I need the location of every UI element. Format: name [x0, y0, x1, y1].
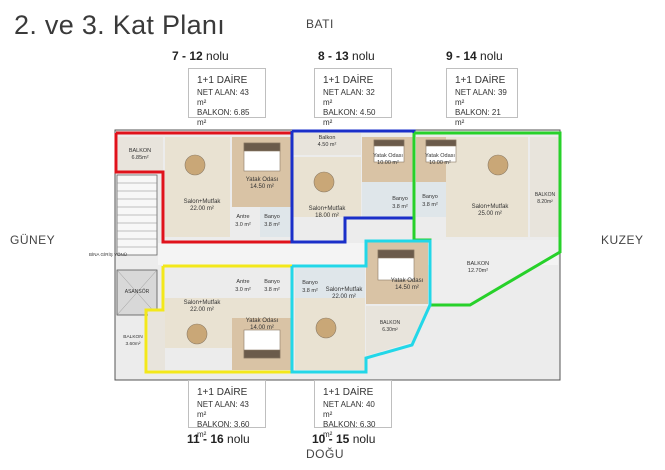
- room-label: Yatak Odası: [373, 153, 403, 159]
- unit-number-9-14: 9 - 14 nolu: [446, 49, 503, 63]
- unit-net-area: NET ALAN: 32 m²: [323, 88, 375, 107]
- unit-type: 1+1 DAİRE: [455, 75, 506, 86]
- unit-balcony: BALKON: 6.30 m²: [323, 420, 376, 439]
- room-label: Yatak Odası: [246, 177, 279, 183]
- page-title: 2. ve 3. Kat Planı: [14, 10, 226, 40]
- unit-number-10-15: 10 - 15 nolu: [312, 432, 375, 446]
- room-label: Banyo: [302, 280, 318, 286]
- room-area: 4.50 m²: [318, 142, 337, 148]
- room-area: 10.00 m²: [429, 160, 451, 166]
- compass-north: BATI: [306, 17, 334, 31]
- unit-card-10-15: 1+1 DAİRE NET ALAN: 40 m² BALKON: 6.30 m…: [314, 380, 392, 439]
- unit-suffix: nolu: [480, 49, 503, 63]
- room-area: 12.70m²: [468, 268, 488, 274]
- unit-outline-blue: [290, 129, 416, 244]
- room-label: Banyo: [422, 194, 438, 200]
- room-label: BALKON: [535, 192, 556, 198]
- room-label: Banyo: [264, 279, 280, 285]
- room-area: 10.00 m²: [377, 160, 399, 166]
- unit-suffix: nolu: [352, 49, 375, 63]
- unit-type: 1+1 DAİRE: [197, 75, 248, 86]
- room-label: Yatak Odası: [425, 153, 455, 159]
- unit-number: 7 - 12: [172, 49, 203, 63]
- room-area: 6.30m²: [382, 327, 398, 333]
- compass-west: GÜNEY: [10, 233, 56, 247]
- unit-card-11-16: 1+1 DAİRE NET ALAN: 43 m² BALKON: 3.60 m…: [188, 380, 266, 439]
- unit-number: 10 - 15: [312, 432, 350, 446]
- unit-number: 9 - 14: [446, 49, 477, 63]
- room-label: Antre: [236, 279, 249, 285]
- room-area: 14.50 m²: [250, 184, 274, 190]
- room-label: BALKON: [123, 334, 143, 340]
- room-label: Salon+Mutfak: [184, 199, 222, 205]
- unit-number-7-12: 7 - 12 nolu: [172, 49, 229, 63]
- unit-type: 1+1 DAİRE: [323, 75, 374, 86]
- unit-suffix: nolu: [227, 432, 250, 446]
- unit-balcony: BALKON: 6.85 m²: [197, 108, 250, 127]
- room-label: Yatak Odası: [246, 318, 279, 324]
- room-label: BALKON: [129, 148, 151, 154]
- room-label: Banyo: [392, 196, 408, 202]
- unit-net-area: NET ALAN: 39 m²: [455, 88, 507, 107]
- room-area: 3.0 m²: [235, 287, 251, 293]
- unit-balcony: BALKON: 21 m²: [455, 108, 501, 127]
- room-area: 14.00 m²: [250, 325, 274, 331]
- unit-suffix: nolu: [206, 49, 229, 63]
- room-area: 22.00 m²: [190, 307, 214, 313]
- compass-south: DOĞU: [306, 447, 344, 461]
- room-label: Balkon: [319, 135, 336, 141]
- room-area: 22.00 m²: [332, 294, 356, 300]
- room-label: Salon+Mutfak: [309, 206, 347, 212]
- room-area: 18.00 m²: [315, 213, 339, 219]
- unit-number-11-16: 11 - 16 nolu: [187, 432, 250, 446]
- room-area: 6.85m²: [131, 155, 148, 161]
- unit-number-8-13: 8 - 13 nolu: [318, 49, 375, 63]
- unit-net-area: NET ALAN: 43 m²: [197, 88, 249, 107]
- unit-net-area: NET ALAN: 43 m²: [197, 400, 249, 419]
- unit-suffix: nolu: [352, 432, 376, 446]
- unit-number: 11 - 16: [187, 432, 224, 446]
- room-area: 3.8 m²: [264, 287, 280, 293]
- room-area: 14.50 m²: [395, 285, 419, 291]
- unit-card-9-14: 1+1 DAİRE NET ALAN: 39 m² BALKON: 21 m²: [446, 68, 518, 127]
- unit-balcony: BALKON: 3.60 m²: [197, 420, 250, 439]
- room-area: 3.8 m²: [422, 202, 438, 208]
- room-label: Antre: [236, 214, 249, 220]
- room-label: BALKON: [380, 320, 401, 326]
- unit-outline-cyan: [290, 239, 432, 374]
- unit-card-8-13: 1+1 DAİRE NET ALAN: 32 m² BALKON: 4.50 m…: [314, 68, 392, 127]
- elevator-label: ASANSÖR: [125, 288, 150, 295]
- room-area: 3.8 m²: [302, 288, 318, 294]
- room-area: 3.0 m²: [235, 222, 251, 228]
- room-area: 8.20m²: [537, 199, 553, 205]
- unit-type: 1+1 DAİRE: [323, 387, 374, 398]
- room-label: Salon+Mutfak: [184, 300, 222, 306]
- compass-east: KUZEY: [601, 233, 644, 247]
- unit-card-7-12: 1+1 DAİRE NET ALAN: 43 m² BALKON: 6.85 m…: [188, 68, 266, 127]
- room-area: 22.00 m²: [190, 206, 214, 212]
- room-area: 25.00 m²: [478, 211, 502, 217]
- unit-net-area: NET ALAN: 40 m²: [323, 400, 375, 419]
- room-label: Banyo: [264, 214, 280, 220]
- entrance-label: BİNA GİRİŞ YÖNÜ: [89, 251, 127, 257]
- room-area: 3.60m²: [126, 341, 141, 347]
- unit-balcony: BALKON: 4.50 m²: [323, 108, 376, 127]
- room-label: Salon+Mutfak: [472, 204, 510, 210]
- room-label: Salon+Mutfak: [326, 287, 364, 293]
- room-area: 3.8 m²: [264, 222, 280, 228]
- unit-number: 8 - 13: [318, 49, 349, 63]
- room-label: BALKON: [467, 261, 489, 267]
- room-label: Yatak Odası: [391, 278, 424, 284]
- unit-type: 1+1 DAİRE: [197, 387, 248, 398]
- room-area: 3.8 m²: [392, 204, 408, 210]
